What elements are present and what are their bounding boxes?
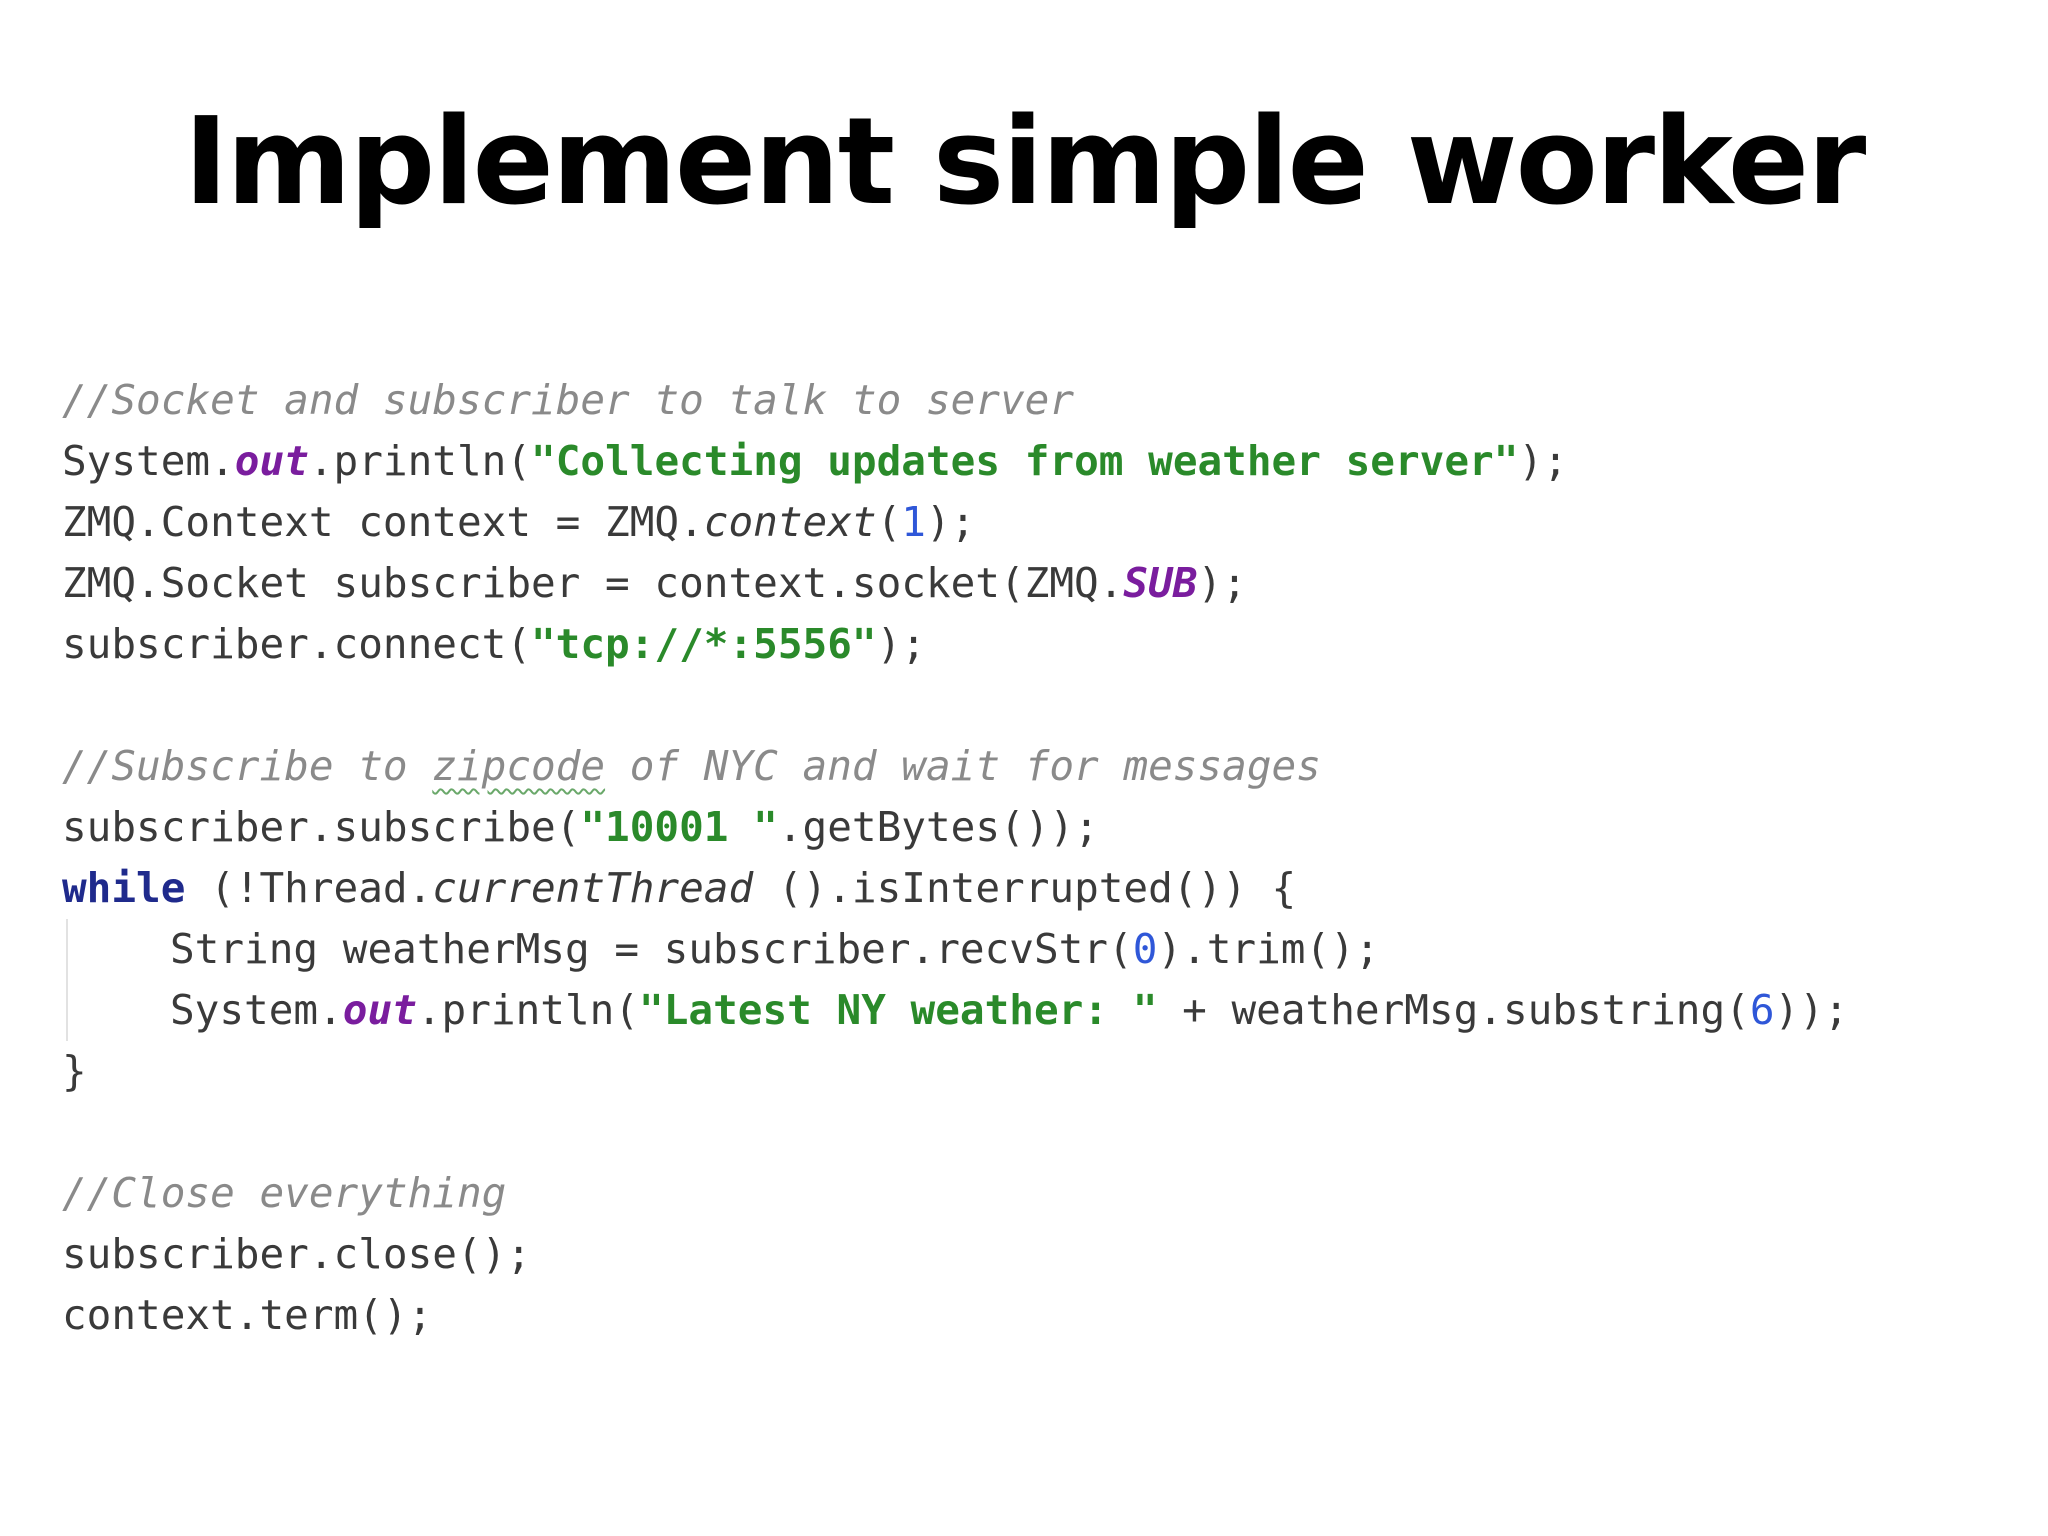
code-token: .println( — [308, 437, 532, 485]
code-comment-close: //Close everything — [62, 1169, 507, 1217]
code-token: ); — [876, 620, 926, 668]
code-token: ); — [1197, 559, 1247, 607]
code-token: System. — [62, 437, 235, 485]
code-token: System. — [170, 986, 343, 1034]
code-token: subscriber.subscribe( — [62, 803, 581, 851]
code-token: //Subscribe to — [62, 742, 433, 790]
code-token: String weatherMsg = subscriber.recvStr( — [170, 925, 1133, 973]
code-field-sub: SUB — [1123, 559, 1198, 607]
code-token: .println( — [416, 986, 640, 1034]
code-number: 0 — [1132, 925, 1158, 973]
code-string: "10001 " — [580, 803, 778, 851]
slide-title: Implement simple worker — [183, 93, 1867, 232]
spellcheck-word: zipcode — [432, 742, 606, 790]
code-token: ); — [1518, 437, 1568, 485]
code-number: 6 — [1749, 986, 1775, 1034]
code-line-context-term: context.term(); — [62, 1291, 433, 1339]
code-token: ().isInterrupted()) { — [753, 864, 1297, 912]
code-line-close-brace: } — [62, 1047, 87, 1095]
code-token: ).trim(); — [1157, 925, 1380, 973]
code-block: //Socket and subscriber to talk to serve… — [62, 370, 2022, 1536]
code-line-connect: subscriber.connect("tcp://*:5556"); — [62, 614, 926, 675]
code-token: (!Thread. — [185, 864, 433, 912]
code-field-out: out — [234, 437, 309, 485]
code-line-println-collecting: System.out.println("Collecting updates f… — [62, 431, 1568, 492]
code-keyword-while: while — [62, 864, 186, 912]
code-method-currentthread: currentThread — [432, 864, 754, 912]
code-line-while: while (!Thread.currentThread ().isInterr… — [62, 858, 1296, 919]
code-field-out: out — [342, 986, 417, 1034]
indent-guide — [66, 919, 68, 1041]
code-line-socket: ZMQ.Socket subscriber = context.socket(Z… — [62, 553, 1247, 614]
code-string: "Latest NY weather: " — [639, 986, 1158, 1034]
code-token: ZMQ.Context context = ZMQ. — [62, 498, 704, 546]
code-line-println-latest: System.out.println("Latest NY weather: "… — [62, 980, 1849, 1041]
code-line-subscribe: subscriber.subscribe("10001 ".getBytes()… — [62, 797, 1099, 858]
code-line-subscriber-close: subscriber.close(); — [62, 1230, 531, 1278]
code-line-recvstr: String weatherMsg = subscriber.recvStr(0… — [62, 919, 1380, 980]
code-token: .getBytes()); — [777, 803, 1099, 851]
code-token: subscriber.connect( — [62, 620, 531, 668]
code-comment-socket: //Socket and subscriber to talk to serve… — [62, 376, 1075, 424]
code-method-context: context — [703, 498, 877, 546]
code-token: ( — [876, 498, 902, 546]
code-line-context: ZMQ.Context context = ZMQ.context(1); — [62, 492, 975, 553]
code-token: ZMQ.Socket subscriber = context.socket(Z… — [62, 559, 1124, 607]
code-token: )); — [1774, 986, 1849, 1034]
code-token: + weatherMsg.substring( — [1157, 986, 1750, 1034]
code-string: "Collecting updates from weather server" — [531, 437, 1519, 485]
code-number: 1 — [901, 498, 926, 546]
code-token: of NYC and wait for messages — [605, 742, 1321, 790]
code-comment-subscribe: //Subscribe to zipcode of NYC and wait f… — [62, 736, 1321, 797]
code-string: "tcp://*:5556" — [531, 620, 877, 668]
code-token: ); — [925, 498, 976, 546]
